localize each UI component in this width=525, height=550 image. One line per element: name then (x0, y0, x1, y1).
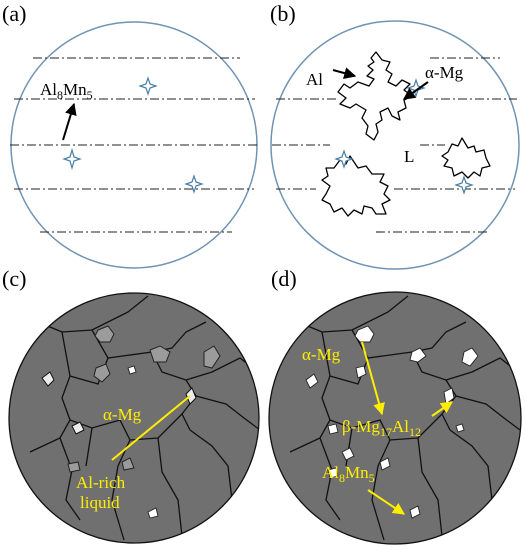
panel-c: (c) (2, 266, 260, 544)
panel-b-liquid-label: L (404, 147, 414, 166)
panel-d-al8mn5-label: Al8Mn5 (322, 463, 375, 485)
panel-b: (b) Al α-Mg L (270, 1, 520, 270)
panel-c-pointer-line (111, 395, 191, 461)
panel-a-isotherm-lines (10, 57, 258, 233)
panel-b-al-arrow (332, 67, 357, 79)
panel-b-al-label: Al (306, 70, 323, 89)
panel-c-al-rich-label-1: Al-rich (76, 473, 126, 492)
nucleus-star (138, 76, 158, 96)
panel-c-grain-boundaries (29, 295, 259, 541)
panel-d-circle (268, 291, 522, 545)
panel-d-alpha-mg-label: α-Mg (302, 345, 341, 364)
panel-b-label: (b) (270, 1, 296, 26)
panel-a-nuclei (62, 76, 204, 194)
panel-c-al-rich-pools (41, 325, 221, 519)
panel-a-label: (a) (2, 1, 26, 26)
panel-a-arrow (62, 102, 77, 141)
panel-a-al8mn5-label: Al8Mn5 (40, 80, 93, 102)
nucleus-star (184, 174, 204, 194)
nucleus-star (334, 149, 354, 169)
panel-a: (a) Al8Mn5 (2, 1, 258, 269)
panel-c-circle (8, 292, 260, 544)
panel-c-alpha-mg-label: α-Mg (103, 405, 142, 424)
panel-c-label: (c) (2, 266, 26, 291)
panel-d: (d) (268, 266, 522, 545)
panel-d-al8mn5-arrow (367, 489, 405, 515)
dendrite-right (441, 137, 491, 179)
nucleus-star (454, 175, 474, 195)
panel-d-beta-label: β-Mg17Al12 (342, 417, 421, 439)
dendrite-lower (321, 155, 391, 217)
panel-d-alpha-mg-arrow (361, 341, 385, 416)
panel-d-precipitates (305, 325, 479, 519)
panel-b-isotherm-lines (272, 57, 517, 233)
panel-c-al-rich-label-2: liquid (80, 493, 120, 512)
panel-b-alpha-mg-arrow (403, 81, 429, 100)
panel-d-beta-arrow (431, 401, 453, 417)
dendrite-upper (337, 51, 413, 141)
nucleus-star (62, 147, 82, 171)
panel-b-alpha-mg-label: α-Mg (425, 63, 464, 82)
panel-d-label: (d) (271, 266, 297, 291)
